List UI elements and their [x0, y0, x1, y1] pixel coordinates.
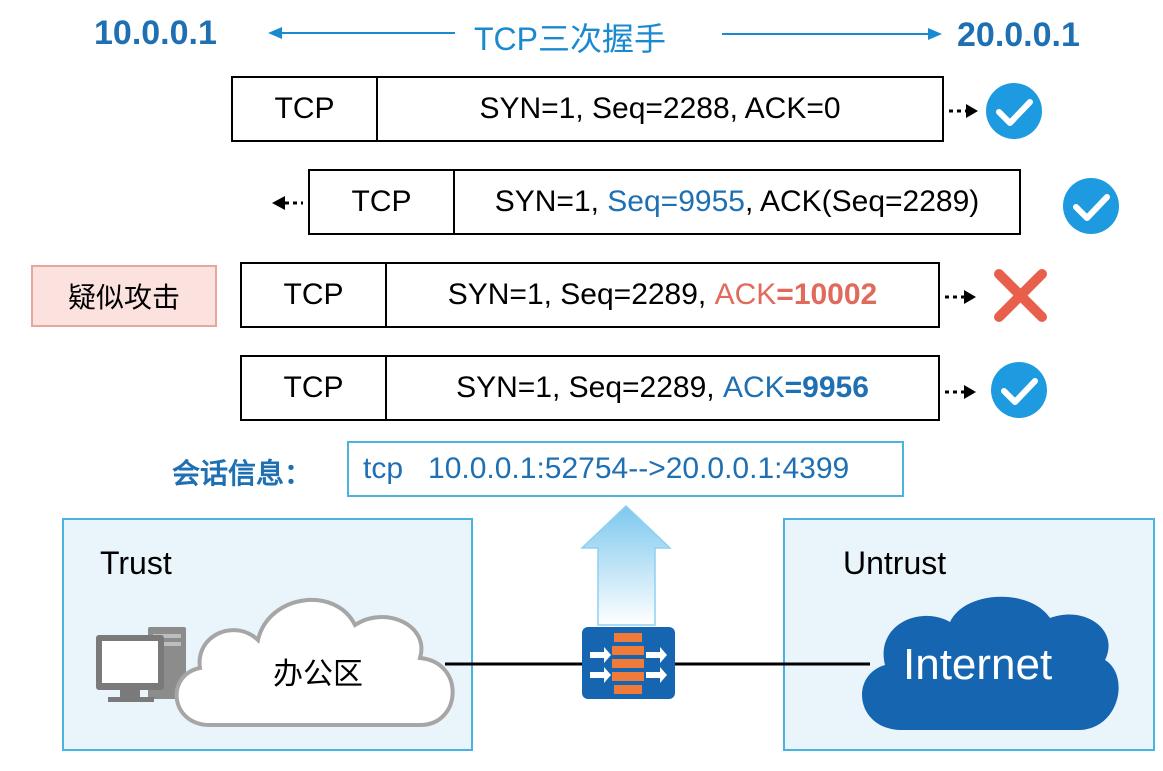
packet-markers: [272, 83, 1119, 418]
packet-syn-text: SYN=1, Seq=2289,: [447, 278, 715, 311]
untrust-zone-label: Untrust: [843, 545, 947, 581]
packet-syn-ack: TCP SYN=1, Seq=9955, ACK(Seq=2289): [308, 169, 1021, 235]
packet-ack-label: ACK: [722, 371, 785, 404]
packet-suspect-ack: TCP SYN=1, Seq=2289, ACK=10002: [240, 262, 940, 328]
packet-proto: TCP: [242, 357, 387, 419]
packet-ack-value: =10002: [776, 278, 878, 311]
packet-fields: SYN=1, Seq=9955, ACK(Seq=2289): [455, 171, 1019, 233]
session-info-box: tcp 10.0.0.1:52754-->20.0.0.1:4399: [347, 441, 904, 497]
session-info-value: tcp 10.0.0.1:52754-->20.0.0.1:4399: [363, 452, 850, 485]
firewall-icon: [582, 627, 675, 699]
source-ip: 10.0.0.1: [94, 14, 217, 52]
office-cloud-icon: [174, 598, 455, 727]
packet-seq-text: Seq=9955: [607, 185, 745, 218]
check-icon: [986, 83, 1042, 139]
packet-ack-label: ACK: [714, 278, 777, 311]
packet-proto: TCP: [242, 264, 387, 326]
packet-fields-text: SYN=1, Seq=2288, ACK=0: [479, 92, 841, 125]
left-dashed-arrow-icon: [272, 196, 303, 210]
packet-proto: TCP: [310, 171, 455, 233]
header-arrows: [268, 27, 942, 40]
left-arrowhead-icon: [268, 27, 282, 39]
packet-syn-text: SYN=1, Seq=2289,: [456, 371, 723, 404]
packet-proto: TCP: [233, 78, 378, 140]
internet-cloud-icon: [862, 596, 1119, 730]
check-icon: [991, 362, 1047, 418]
packet-fields: SYN=1, Seq=2288, ACK=0: [378, 78, 942, 140]
right-dashed-arrow-icon: [945, 290, 976, 304]
packet-ack-text: , ACK(Seq=2289): [744, 185, 980, 218]
right-dashed-arrow-icon: [945, 385, 976, 399]
office-area-label: 办公区: [273, 658, 363, 691]
packet-syn-text: SYN=1,: [494, 185, 608, 218]
internet-label: Internet: [903, 640, 1053, 689]
diagram-title: TCP三次握手: [474, 21, 667, 57]
check-icon: [1063, 178, 1119, 234]
session-info-label: 会话信息：: [172, 458, 313, 489]
packet-syn: TCP SYN=1, Seq=2288, ACK=0: [231, 76, 944, 142]
packet-ack-value: =9956: [784, 371, 869, 404]
network-graphic: [96, 504, 1119, 730]
destination-ip: 20.0.0.1: [957, 16, 1080, 54]
trust-zone-label: Trust: [100, 545, 172, 581]
packet-fields: SYN=1, Seq=2289, ACK=10002: [387, 264, 938, 326]
suspected-attack-badge: 疑似攻击: [31, 265, 217, 327]
computer-icon: [96, 627, 186, 702]
packet-valid-ack: TCP SYN=1, Seq=2289, ACK=9956: [240, 355, 940, 421]
right-arrowhead-icon: [928, 28, 942, 40]
right-dashed-arrow-icon: [949, 104, 978, 118]
packet-fields: SYN=1, Seq=2289, ACK=9956: [387, 357, 938, 419]
up-arrow-icon: [580, 504, 672, 626]
cross-icon: [994, 269, 1047, 322]
